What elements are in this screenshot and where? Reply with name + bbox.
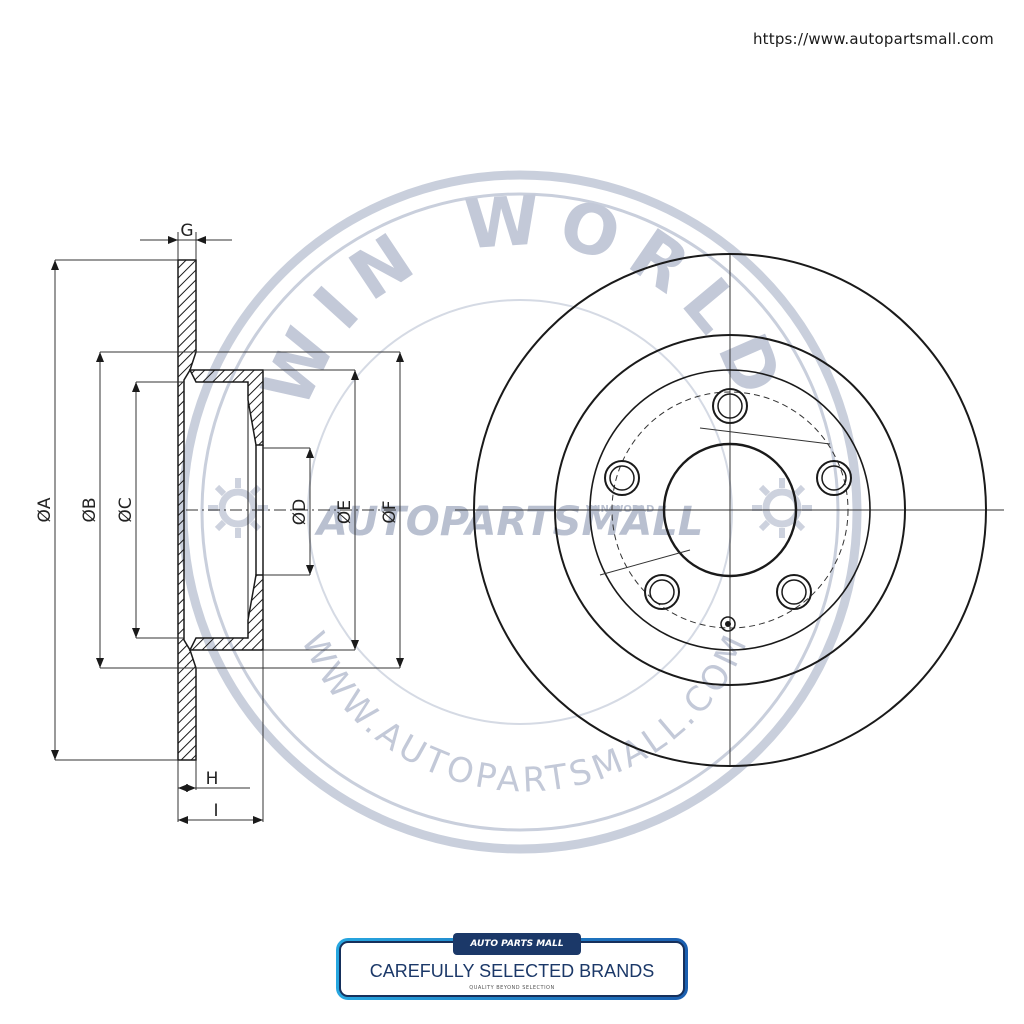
brand-badge: AUTO PARTS MALL CAREFULLY SELECTED BRAND…	[336, 933, 688, 1000]
dim-label-i: I	[213, 801, 218, 821]
dim-label-g: G	[180, 221, 193, 241]
bolt-hole	[816, 460, 852, 496]
locating-screw-hole	[720, 616, 736, 632]
watermark-center-text: AUTOPARTSMALL	[314, 499, 703, 545]
bolt-hole	[712, 388, 748, 424]
bolt-circle	[611, 391, 849, 629]
dim-label-d: ØD	[290, 499, 310, 525]
disc-inner-edge	[554, 334, 906, 686]
gear-icon	[752, 478, 812, 538]
brand-logo-tab: AUTO PARTS MALL	[453, 933, 581, 955]
gear-icon	[208, 478, 268, 538]
brand-badge-title: CAREFULLY SELECTED BRANDS	[369, 961, 655, 981]
bolt-hole	[604, 460, 640, 496]
dim-label-f: ØF	[380, 500, 400, 523]
dim-label-b: ØB	[80, 497, 100, 522]
disc-section-view: ØA ØB ØC ØD ØE ØF G H I	[35, 221, 404, 824]
dim-label-h: H	[206, 769, 219, 789]
disc-front-view	[455, 253, 1004, 767]
center-bore	[662, 442, 798, 578]
brand-badge-subtitle: QUALITY BEYOND SELECTION	[469, 985, 555, 991]
bolt-holes	[604, 388, 852, 632]
dim-label-e: ØE	[335, 500, 355, 524]
disc-outer-edge	[473, 253, 987, 767]
brand-badge-panel: AUTO PARTS MALL CAREFULLY SELECTED BRAND…	[339, 933, 685, 997]
bolt-hole	[776, 574, 812, 610]
watermark: WIN WORLD WWW.AUTOPARTSMALL.COM AUTOPART…	[178, 170, 862, 854]
source-url: https://www.autopartsmall.com	[752, 30, 994, 48]
dim-label-c: ØC	[116, 497, 136, 522]
hat-edge	[589, 369, 871, 651]
dim-label-a: ØA	[35, 497, 55, 522]
bolt-hole	[644, 574, 680, 610]
watermark-bottom-text: WWW.AUTOPARTSMALL.COM	[293, 626, 757, 801]
